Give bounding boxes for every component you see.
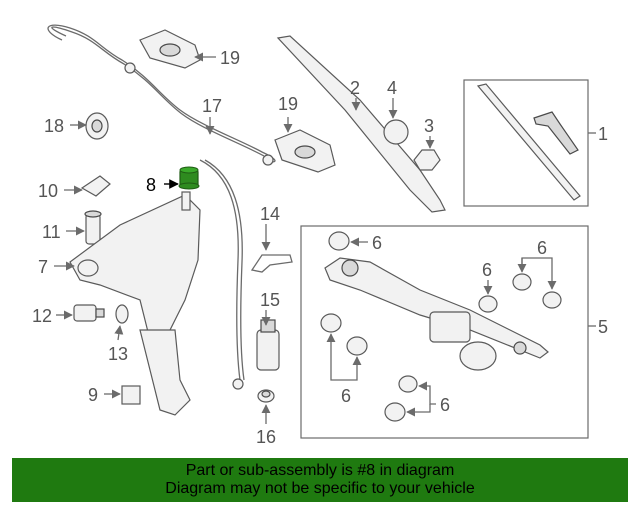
washer-hose — [47, 24, 276, 390]
callout-16: 16 — [256, 427, 276, 447]
callout-19: 19 — [220, 48, 240, 68]
callout-6: 6 — [341, 386, 351, 406]
callout-labels: 1 2 3 4 5 6 6 6 6 6 7 8 9 10 11 12 13 14… — [32, 48, 608, 447]
banner-line-2: Diagram may not be specific to your vehi… — [165, 480, 475, 497]
callout-1: 1 — [598, 124, 608, 144]
bracket-14 — [250, 254, 293, 273]
part-9-box — [121, 385, 141, 405]
callout-8: 8 — [146, 175, 156, 195]
callout-3: 3 — [424, 116, 434, 136]
grommet-18 — [85, 112, 109, 140]
wiper-arm-2 — [276, 35, 446, 213]
callout-6: 6 — [440, 395, 450, 415]
grommets-6 — [320, 231, 562, 422]
callout-9: 9 — [88, 385, 98, 405]
wiper-linkage — [324, 257, 549, 371]
callout-5: 5 — [598, 317, 608, 337]
callout-18: 18 — [44, 116, 64, 136]
wiper-blade-1 — [476, 83, 581, 201]
leader-lines — [54, 52, 596, 424]
cap-4 — [383, 119, 409, 145]
callout-11: 11 — [42, 222, 61, 242]
callout-19: 19 — [278, 94, 298, 114]
callout-12: 12 — [32, 306, 52, 326]
callout-4: 4 — [387, 78, 397, 98]
callout-2: 2 — [350, 78, 360, 98]
nut-3 — [413, 149, 441, 171]
parts-diagram: 1 2 3 4 5 6 6 6 6 6 7 8 9 10 11 12 13 14… — [32, 24, 608, 447]
callout-13: 13 — [108, 344, 128, 364]
wiper-linkage-box — [300, 225, 589, 439]
callout-7: 7 — [38, 257, 48, 277]
pump-connector-12 — [73, 304, 105, 322]
callout-6: 6 — [482, 260, 492, 280]
callout-10: 10 — [38, 181, 58, 201]
callout-15: 15 — [260, 290, 280, 310]
filter-11 — [84, 210, 102, 245]
wiper-blade-box — [463, 79, 589, 207]
nozzle-lower — [274, 129, 336, 173]
washer-reservoir — [69, 191, 201, 416]
callout-6: 6 — [372, 233, 382, 253]
banner-line-1: Part or sub-assembly is #8 in diagram — [185, 462, 455, 479]
callout-17: 17 — [202, 96, 222, 116]
cap-10 — [80, 175, 111, 197]
callout-14: 14 — [260, 204, 280, 224]
grommet-16 — [257, 389, 275, 403]
nozzle-top — [139, 29, 201, 69]
washer-pump-15 — [256, 319, 280, 371]
seal-13 — [115, 304, 129, 324]
info-banner: Part or sub-assembly is #8 in diagram Di… — [12, 458, 628, 502]
part-8-cap — [178, 166, 200, 190]
callout-6: 6 — [537, 238, 547, 258]
